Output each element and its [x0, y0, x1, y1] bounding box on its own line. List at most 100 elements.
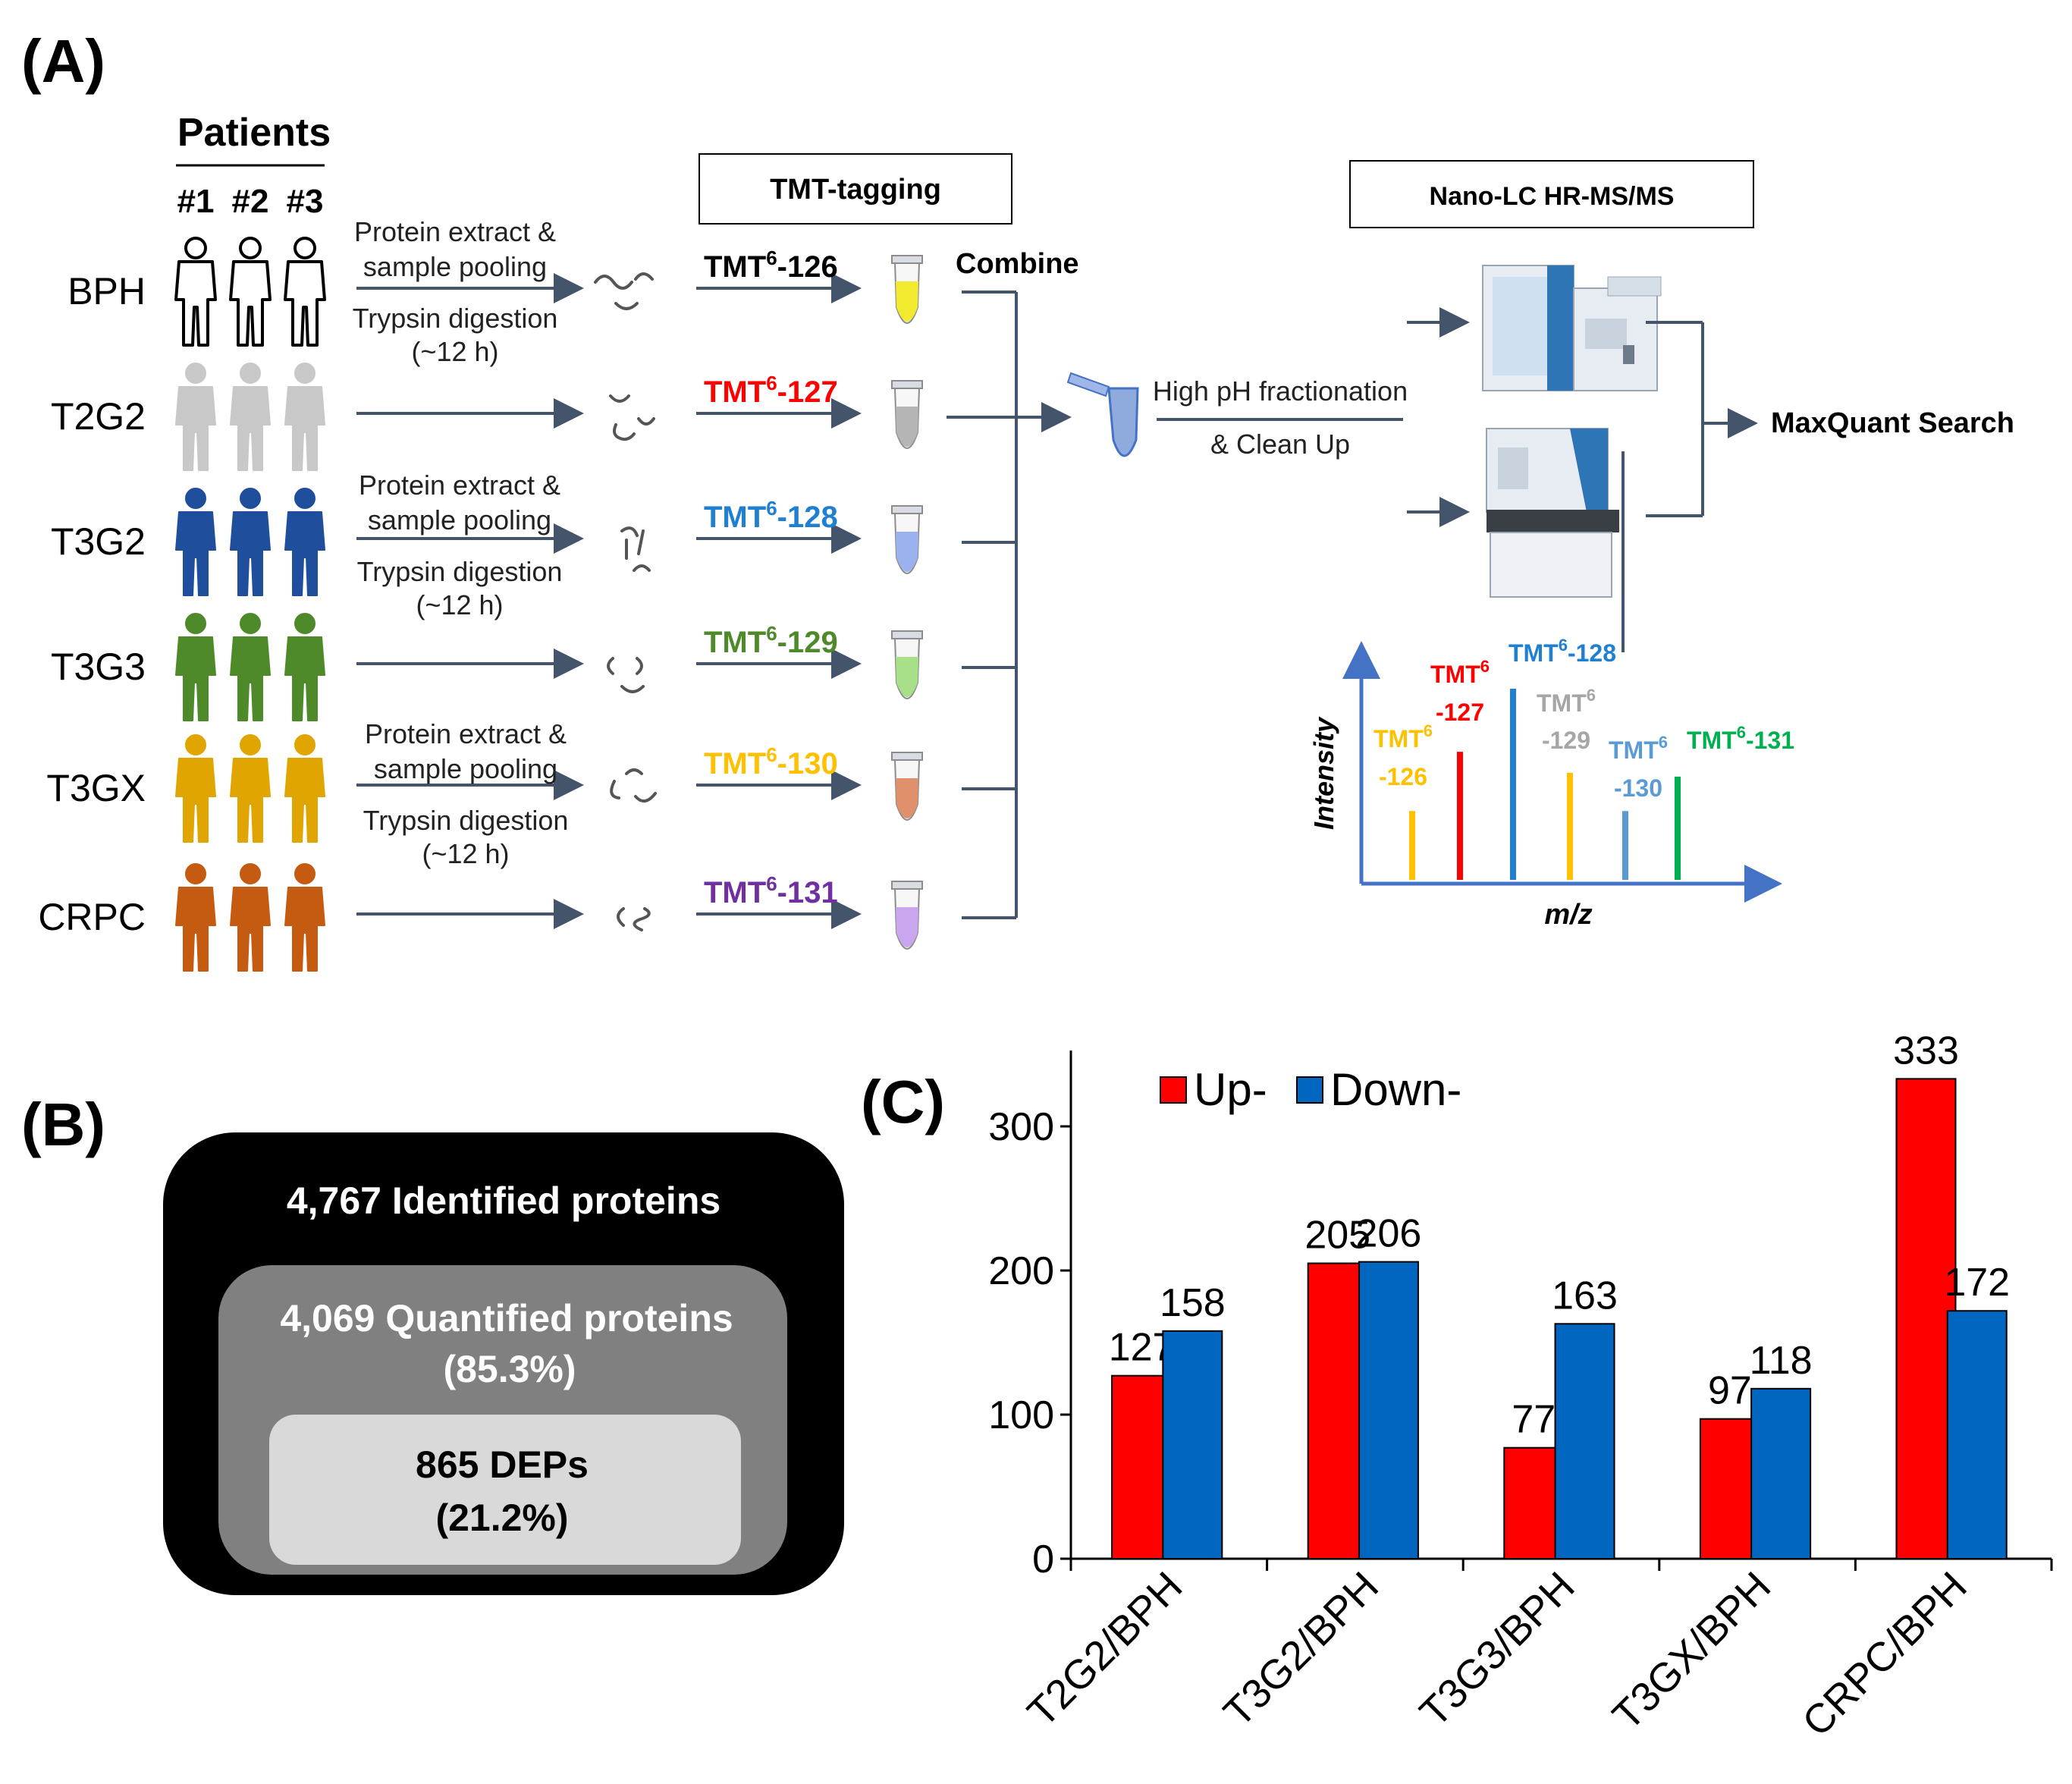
maxquant-bracket: [1621, 321, 1758, 652]
spectrum-peak-127: TMT6 -127: [1430, 657, 1490, 880]
bar-down-t3gx: [1750, 1387, 1812, 1560]
tmt-label-127: TMT6-127: [704, 372, 838, 409]
identified-proteins-label: 4,767 Identified proteins: [287, 1179, 720, 1222]
prep-extract-2: Protein extract &: [359, 470, 560, 501]
deps-percent: (21.2%): [435, 1497, 568, 1539]
prep-digestion-1: Trypsin digestion: [353, 303, 558, 334]
category-label: T2G2/BPH: [1019, 1563, 1191, 1735]
spectrum-peak-131: TMT6-131: [1675, 723, 1794, 880]
nano-lc-label: Nano-LC HR-MS/MS: [1430, 182, 1675, 211]
tmt-reporter-spectrum: Intensity m/z TMT6-126TMT6-127TMT6-128TM…: [1308, 636, 1794, 931]
peak-label-suffix: -126: [1379, 763, 1427, 790]
group-label-t3g3: T3G3: [51, 645, 146, 688]
combine-bracket: [947, 291, 1072, 919]
sample-tube-icon: [891, 630, 923, 699]
bar-up-t3g2: [1307, 1262, 1368, 1559]
spectrum-y-label: Intensity: [1308, 716, 1339, 830]
peptide-fragments-icon: [617, 907, 651, 931]
bar-value-label: 206: [1356, 1212, 1422, 1256]
deps-label: 865 DEPs: [416, 1443, 589, 1486]
prep-digestion-2: Trypsin digestion: [357, 556, 563, 587]
spectrum-x-label: m/z: [1544, 899, 1592, 931]
peak-label-suffix: -129: [1542, 727, 1590, 754]
sample-tube-icon: [891, 505, 923, 574]
bar-value-label: 118: [1750, 1339, 1813, 1383]
bar-value-label: 205: [1304, 1214, 1370, 1258]
bar-value-label: 163: [1552, 1274, 1618, 1318]
legend-label: Down-: [1330, 1064, 1461, 1115]
maxquant-label: MaxQuant Search: [1771, 407, 2014, 439]
prep-digestion-3: Trypsin digestion: [363, 805, 569, 836]
peak-label: TMT6: [1430, 657, 1490, 688]
patients-title: Patients: [177, 111, 331, 155]
peak-label: TMT6: [1537, 686, 1596, 717]
group-label-bph: BPH: [67, 270, 146, 313]
bar-up-t3g3: [1503, 1446, 1565, 1559]
prep-extract-3: Protein extract &: [365, 718, 567, 749]
spectrum-peak-129: TMT6 -129: [1537, 686, 1596, 880]
panel-label-b: (B): [21, 1091, 105, 1158]
patient-id-2: #2: [232, 183, 269, 220]
sample-tube-icon: [891, 380, 923, 449]
peptide-fragments-icon: [610, 768, 657, 802]
bar-value-label: 97: [1708, 1369, 1752, 1413]
peptide-fragments-icon: [609, 394, 655, 441]
spectrum-peak-128: TMT6-128: [1508, 636, 1616, 880]
peptide-fragments-icon: [620, 526, 651, 572]
fractionation-line-2: & Clean Up: [1210, 429, 1350, 460]
fractionation-line-1: High pH fractionation: [1153, 375, 1408, 407]
category-label: T3GX/BPH: [1604, 1563, 1779, 1738]
quantified-proteins-percent: (85.3%): [443, 1348, 576, 1390]
prep-time-3: (~12 h): [422, 838, 509, 869]
mass-spectrometer-2-icon: [1486, 428, 1619, 598]
group-label-t3gx: T3GX: [46, 767, 146, 809]
tmt-label-130: TMT6-130: [704, 743, 838, 780]
patient-figures-icon: [175, 488, 325, 596]
deps-box: [269, 1415, 741, 1565]
patient-figures-icon: [175, 863, 325, 972]
legend-label: Up-: [1194, 1064, 1267, 1115]
bar-value-label: 77: [1512, 1398, 1556, 1442]
prep-time-1: (~12 h): [411, 336, 498, 367]
group-label-crpc: CRPC: [38, 896, 146, 938]
sample-rows: BPHTMT6-126T2G2TMT6-127T3G2TMT6-128T3G3T…: [38, 237, 923, 972]
peptide-fragments-icon: [607, 657, 645, 693]
spectrum-peak-126: TMT6 -126: [1373, 721, 1433, 880]
group-label-t3g2: T3G2: [51, 520, 146, 563]
sample-row-t3gx: T3GX TMT6-130: [46, 734, 923, 843]
bar-down-t3g2: [1358, 1261, 1419, 1559]
tmt-label-131: TMT6-131: [704, 872, 838, 909]
peak-label: TMT6-131: [1687, 723, 1794, 754]
spectrum-peak-130: TMT6-130: [1609, 733, 1668, 880]
patient-id-3: #3: [287, 183, 324, 220]
bar-down-crpc: [1946, 1310, 2008, 1559]
bar-up-crpc: [1895, 1078, 1957, 1560]
prep-pooling-3: sample pooling: [374, 753, 557, 784]
prep-pooling-2: sample pooling: [368, 504, 551, 536]
peak-label: TMT6: [1373, 721, 1433, 752]
dep-bar-chart: 0100200300127158T2G2/BPH205206T3G2/BPH77…: [988, 1029, 2053, 1745]
panel-label-c: (C): [861, 1068, 945, 1135]
fraction-tube-icon: [1066, 372, 1139, 457]
category-label: T3G3/BPH: [1411, 1563, 1584, 1735]
combine-label: Combine: [956, 248, 1079, 280]
tmt-label-129: TMT6-129: [704, 622, 838, 659]
peak-label: TMT6-128: [1508, 636, 1616, 667]
tmt-tagging-label: TMT-tagging: [770, 174, 941, 206]
sample-tube-icon: [891, 752, 923, 821]
bar-value-label: 158: [1160, 1281, 1226, 1325]
y-tick-label: 300: [988, 1105, 1054, 1149]
category-label: CRPC/BPH: [1794, 1563, 1976, 1745]
bar-down-t2g2: [1162, 1330, 1223, 1560]
peak-label-suffix: -127: [1436, 699, 1484, 726]
quantified-proteins-label: 4,069 Quantified proteins: [280, 1297, 733, 1340]
bar-up-t2g2: [1111, 1374, 1173, 1559]
bar-value-label: 333: [1893, 1029, 1959, 1073]
bar-value-label: 172: [1944, 1261, 2010, 1305]
peak-label: TMT6: [1609, 733, 1668, 764]
sample-row-t3g3: T3G3 TMT6-129: [51, 613, 923, 721]
tmt-tagging-box: [699, 153, 1012, 225]
